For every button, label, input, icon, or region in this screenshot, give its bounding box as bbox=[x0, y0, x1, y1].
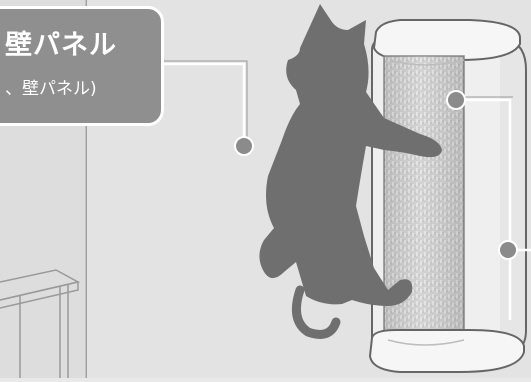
post-bottom-base bbox=[368, 329, 525, 373]
wall-panel-callout: 壁パネル 、壁パネル) bbox=[0, 6, 164, 126]
callout-subtitle: 、壁パネル) bbox=[5, 79, 97, 99]
circle-marker-icon bbox=[234, 136, 254, 156]
circle-marker-icon bbox=[446, 90, 466, 110]
cat-silhouette-icon bbox=[259, 4, 442, 306]
circle-marker-icon bbox=[498, 240, 518, 260]
desk-outline bbox=[0, 269, 81, 378]
post-top-cap bbox=[372, 19, 521, 61]
callout-title: 壁パネル bbox=[5, 30, 117, 61]
scratching-post bbox=[368, 19, 527, 373]
cat-tail bbox=[291, 285, 341, 339]
